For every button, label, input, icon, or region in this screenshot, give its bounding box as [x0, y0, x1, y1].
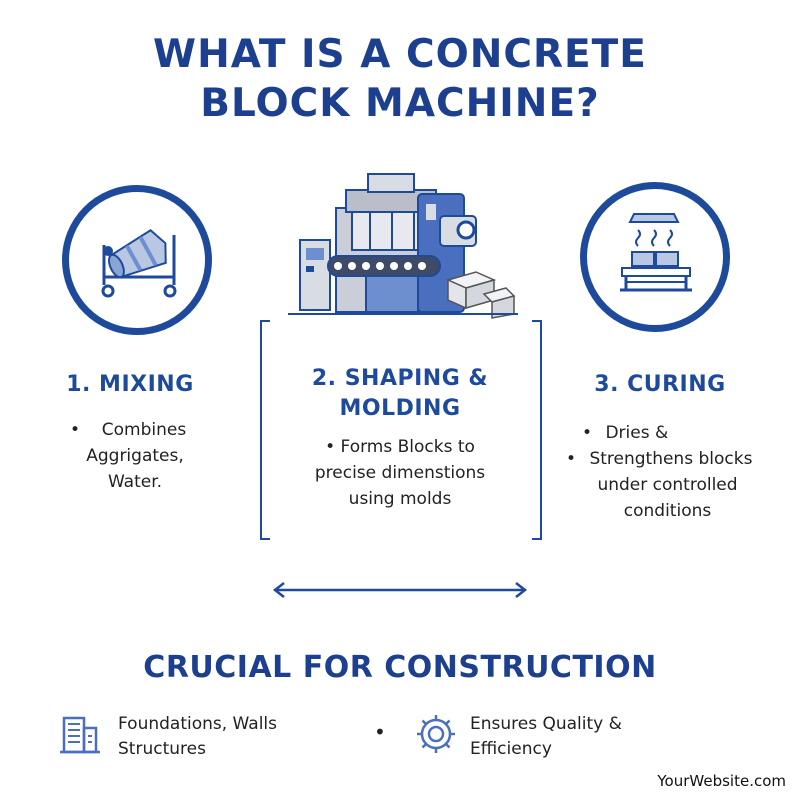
- step-2-line-3: using molds: [348, 489, 452, 509]
- crucial-title: CRUCIAL FOR CONSTRUCTION: [143, 650, 657, 685]
- feature-separator: •: [374, 720, 386, 744]
- step-1-description: • Combines Aggrigates, Water.: [60, 417, 210, 495]
- gear-icon: [417, 715, 455, 753]
- step-3-description: • Dries & • Strengthens blocks under con…: [560, 420, 775, 524]
- page-title: WHAT IS A CONCRETE BLOCK MACHINE?: [0, 30, 800, 128]
- step-2-title: 2. SHAPING & MOLDING: [268, 364, 532, 424]
- mixing-icon-circle: [62, 185, 212, 335]
- step-3-title: 3. CURING: [594, 372, 726, 397]
- building-icon: [60, 716, 100, 754]
- double-arrow-icon: [272, 582, 528, 598]
- feature-quality: Ensures Quality & Efficiency: [470, 712, 622, 762]
- step-3-line-2: Strengthens blocks: [589, 449, 753, 469]
- curing-icon-circle: [580, 182, 730, 332]
- feature-2-line-2: Efficiency: [470, 739, 552, 759]
- feature-foundations: Foundations, Walls Structures: [118, 712, 277, 762]
- left-bracket: [260, 320, 270, 540]
- step-1-title: 1. MIXING: [66, 372, 194, 397]
- footer-website[interactable]: YourWebsite.com: [657, 772, 786, 790]
- bullet: •: [566, 449, 577, 469]
- step-3-line-3: under controlled: [597, 475, 738, 495]
- title-line-2: BLOCK MACHINE?: [200, 81, 600, 126]
- step-3-line-1: Dries &: [605, 423, 669, 443]
- step-2-line-1: Forms Blocks to: [340, 437, 475, 457]
- feature-2-line-1: Ensures Quality &: [470, 714, 622, 734]
- feature-1-line-2: Structures: [118, 739, 206, 759]
- right-bracket: [532, 320, 542, 540]
- step-2-title-line-1: 2. SHAPING &: [311, 366, 489, 391]
- bullet: •: [70, 420, 81, 440]
- concrete-mixer-icon: [101, 228, 177, 298]
- step-2-description: • Forms Blocks to precise dimenstions us…: [280, 434, 520, 512]
- step-2-line-2: precise dimenstions: [314, 463, 486, 483]
- curing-chamber-icon: [620, 213, 692, 292]
- step-1-line-2: Aggrigates,: [86, 446, 184, 466]
- step-3-line-4: conditions: [623, 501, 712, 521]
- step-1-line-3: Water.: [107, 472, 163, 492]
- bullet: •: [325, 437, 336, 457]
- feature-1-line-1: Foundations, Walls: [118, 714, 278, 734]
- title-line-1: WHAT IS A CONCRETE: [153, 32, 647, 77]
- block-machine-icon: [288, 173, 518, 319]
- step-2-title-line-2: MOLDING: [339, 396, 461, 421]
- step-1-line-1: Combines: [101, 420, 187, 440]
- bullet: •: [582, 423, 593, 443]
